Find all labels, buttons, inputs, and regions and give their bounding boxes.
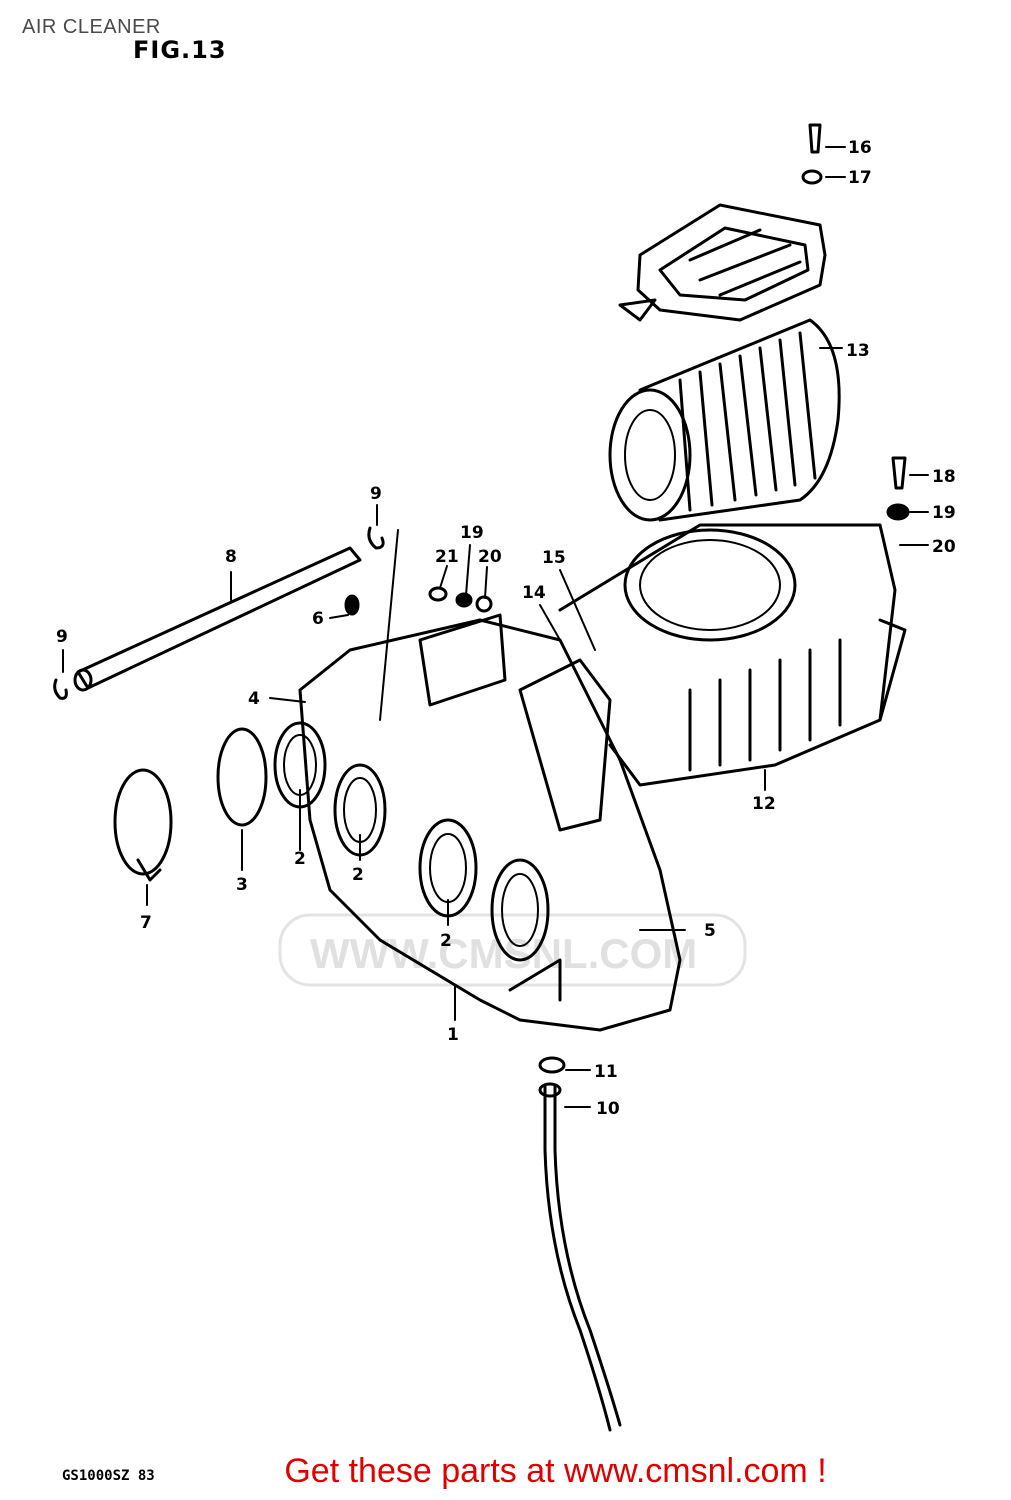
screw-part xyxy=(891,456,907,490)
footer-link[interactable]: Get these parts at www.cmsnl.com ! xyxy=(0,1452,1011,1491)
drain-tube-part xyxy=(538,1082,622,1432)
filter-cover-part xyxy=(618,203,827,322)
callout-10: 10 xyxy=(596,1099,620,1119)
washer-part xyxy=(475,595,493,613)
callout-20: 20 xyxy=(478,547,502,567)
leader-lines xyxy=(62,146,929,1108)
callout-9: 9 xyxy=(56,627,68,647)
callout-20: 20 xyxy=(932,537,956,557)
callout-12: 12 xyxy=(752,794,776,814)
clamp-ring-part xyxy=(216,727,268,827)
screw-part xyxy=(808,123,822,154)
callout-7: 7 xyxy=(140,913,152,933)
callout-15: 15 xyxy=(542,548,566,568)
callout-1: 1 xyxy=(447,1025,459,1045)
callout-21: 21 xyxy=(435,547,459,567)
callout-5: 5 xyxy=(704,921,716,941)
washer-part xyxy=(886,503,910,521)
screw-part xyxy=(344,594,360,616)
callout-8: 8 xyxy=(225,547,237,567)
footer-text[interactable]: Get these parts at www.cmsnl.com ! xyxy=(284,1452,827,1490)
screw-part xyxy=(428,586,448,602)
air-box-body-part xyxy=(298,613,682,1032)
callout-2: 2 xyxy=(294,849,306,869)
washer-part xyxy=(455,592,473,608)
callout-18: 18 xyxy=(932,467,956,487)
callout-16: 16 xyxy=(848,138,872,158)
hose-clip-part xyxy=(538,1056,566,1074)
callout-2: 2 xyxy=(440,931,452,951)
watermark: WWW.CMSNL.COM xyxy=(278,913,747,987)
model-code: GS1000SZ 83 xyxy=(62,1468,155,1484)
clamp-part xyxy=(113,768,173,882)
callout-17: 17 xyxy=(848,168,872,188)
callout-11: 11 xyxy=(594,1062,618,1082)
watermark-text: WWW.CMSNL.COM xyxy=(310,930,697,977)
callout-9: 9 xyxy=(370,484,382,504)
callout-6: 6 xyxy=(312,609,324,629)
clip-part xyxy=(53,678,68,700)
washer-part xyxy=(801,169,823,185)
callout-14: 14 xyxy=(522,583,546,603)
breather-tube-part xyxy=(73,546,362,692)
figure-label: FIG.13 xyxy=(133,36,227,64)
callout-19: 19 xyxy=(932,503,956,523)
callout-numbers: 1 2 2 2 3 4 5 6 7 8 9 9 10 11 12 13 14 1… xyxy=(56,138,956,1119)
callout-19: 19 xyxy=(460,523,484,543)
callout-4: 4 xyxy=(248,689,260,709)
page-title: AIR CLEANER xyxy=(22,16,161,38)
air-cleaner-case-part xyxy=(558,523,907,787)
callout-2: 2 xyxy=(352,865,364,885)
callout-13: 13 xyxy=(846,341,870,361)
clip-part xyxy=(367,526,385,550)
callout-3: 3 xyxy=(236,875,248,895)
filter-element-part xyxy=(608,318,841,522)
